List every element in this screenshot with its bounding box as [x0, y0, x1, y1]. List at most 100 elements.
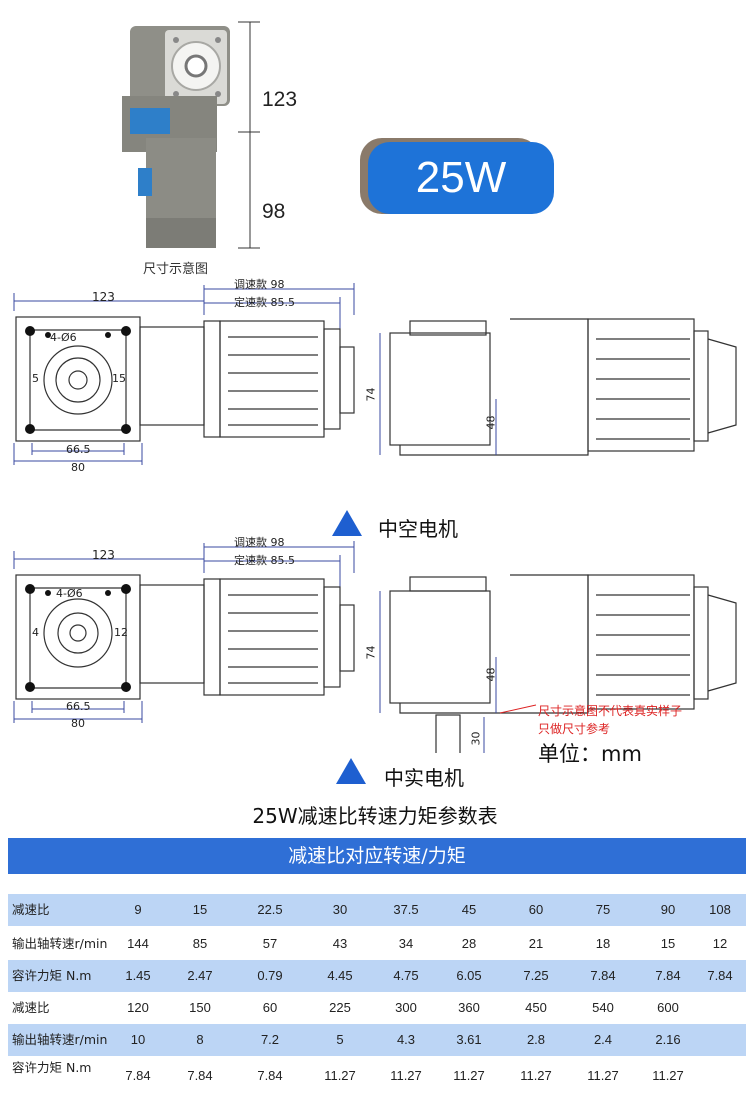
d1-shaft-left: 5: [32, 372, 39, 385]
table-cell: 2.16: [655, 1032, 681, 1047]
table-cell: 9: [134, 902, 142, 917]
table-cell: 7.84: [655, 968, 681, 983]
table-cell: 108: [709, 902, 731, 917]
table-cell: 450: [525, 1000, 547, 1015]
table-cell: 1.45: [125, 968, 151, 983]
table-cell: 300: [395, 1000, 417, 1015]
table-cell: 15: [192, 902, 208, 917]
table-cell: 7.25: [523, 968, 549, 983]
table-cell: 144: [127, 936, 149, 951]
table-row: 减速比 120 150 60 225 300 360 450 540 600: [8, 992, 746, 1024]
table-row: 容许力矩 N.m 1.45 2.47 0.79 4.45 4.75 6.05 7…: [8, 960, 746, 992]
table-cell: 10: [130, 1032, 146, 1047]
note-line-2: 只做尺寸参考: [538, 722, 611, 736]
table-cell: 12: [712, 936, 728, 951]
d1-shaft-right: 15: [112, 372, 126, 385]
d2-fixed: 定速款 85.5: [234, 554, 295, 567]
table-cell: 45: [461, 902, 477, 917]
table-title: 25W减速比转速力矩参数表: [252, 804, 498, 828]
table-cell: 22.5: [257, 902, 283, 917]
table-cell: 150: [189, 1000, 211, 1015]
table-cell: 11.27: [453, 1068, 485, 1083]
table-header: 减速比对应转速/力矩: [8, 838, 746, 874]
d1-fixed: 定速款 85.5: [234, 296, 295, 309]
d1-outer-width: 80: [71, 461, 85, 474]
motor-photo: [110, 18, 250, 258]
triangle-icon: [336, 758, 366, 784]
unit-label: 单位：mm: [538, 742, 642, 766]
d1-title: 中空电机: [378, 517, 458, 541]
table-cell: 28: [461, 936, 477, 951]
d2-shaft-left: 4: [32, 626, 39, 639]
table-cell: 15: [660, 936, 676, 951]
d2-width: 123: [92, 548, 115, 562]
d1-inner-width: 66.5: [66, 443, 91, 456]
table-cell: 540: [592, 1000, 614, 1015]
d2-height: 74: [364, 645, 378, 660]
table-cell: 37.5: [393, 902, 419, 917]
d2-title: 中实电机: [384, 766, 464, 790]
table-cell: 7.84: [125, 1068, 151, 1083]
table-cell: 90: [660, 902, 676, 917]
table-cell: 60: [262, 1000, 278, 1015]
table-cell: [696, 992, 744, 1024]
table-cell: 30: [332, 902, 348, 917]
d2-outer-width: 80: [71, 717, 85, 730]
table-cell: 7.84: [707, 968, 733, 983]
drawing-solid-shaft: [13, 541, 737, 753]
row-label: 输出轴转速r/min: [12, 1032, 108, 1047]
photo-caption: 尺寸示意图: [143, 262, 209, 277]
table-cell: 0.79: [257, 968, 283, 983]
d1-width: 123: [92, 290, 115, 304]
table-cell: 7.2: [260, 1032, 280, 1047]
d2-holes: 4-Ø6: [56, 587, 83, 600]
note-line-1: 尺寸示意图不代表真实样子: [538, 704, 683, 718]
table-cell: 7.84: [590, 968, 616, 983]
d1-adjust: 调速款 98: [234, 278, 285, 291]
table-cell: [696, 1060, 744, 1092]
table-cell: 34: [398, 936, 414, 951]
d1-height: 74: [364, 387, 378, 402]
row-label: 容许力矩 N.m: [12, 968, 92, 983]
table-cell: 360: [458, 1000, 480, 1015]
triangle-icon: [332, 510, 362, 536]
table-cell: 4.75: [393, 968, 419, 983]
table-cell: 2.47: [187, 968, 213, 983]
table-cell: 4.3: [396, 1032, 416, 1047]
d2-center: 48: [484, 667, 498, 682]
table-row: 输出轴转速r/min 10 8 7.2 5 4.3 3.61 2.8 2.4 2…: [8, 1024, 746, 1056]
table-row: 容许力矩 N.m 7.84 7.84 7.84 11.27 11.27 11.2…: [8, 1058, 746, 1102]
dim-upper: 123: [262, 88, 298, 111]
table-cell: 8: [196, 1032, 204, 1047]
table-cell: 11.27: [587, 1068, 619, 1083]
table-cell: 2.4: [593, 1032, 613, 1047]
row-label: 减速比: [12, 1000, 50, 1015]
table-cell: 225: [329, 1000, 351, 1015]
table-cell: 7.84: [187, 1068, 213, 1083]
table-row: 输出轴转速r/min 144 85 57 43 34 28 21 18 15 1…: [8, 928, 746, 960]
power-badge: 25W: [368, 142, 554, 214]
table-cell: 5: [336, 1032, 344, 1047]
table-cell: 21: [528, 936, 544, 951]
table-cell: 3.61: [456, 1032, 482, 1047]
table-cell: 11.27: [390, 1068, 422, 1083]
d2-shaft-right: 12: [114, 626, 128, 639]
table-cell: 7.84: [257, 1068, 283, 1083]
table-cell: 11.27: [324, 1068, 356, 1083]
drawing-hollow-shaft: [13, 283, 737, 465]
table-cell: 75: [595, 902, 611, 917]
table-cell: 85: [192, 936, 208, 951]
table-row: 减速比 9 15 22.5 30 37.5 45 60 75 90 108: [8, 894, 746, 926]
row-label: 减速比: [12, 902, 50, 917]
d1-holes: 4-Ø6: [50, 331, 77, 344]
table-cell: [696, 1024, 744, 1056]
d2-adjust: 调速款 98: [234, 536, 285, 549]
d2-shaft-length: 30: [469, 731, 483, 746]
table-cell: 2.8: [526, 1032, 546, 1047]
table-cell: 57: [262, 936, 278, 951]
d2-inner-width: 66.5: [66, 700, 91, 713]
table-cell: 4.45: [327, 968, 353, 983]
table-cell: 120: [127, 1000, 149, 1015]
table-cell: 600: [657, 1000, 679, 1015]
row-label: 输出轴转速r/min: [12, 936, 108, 951]
